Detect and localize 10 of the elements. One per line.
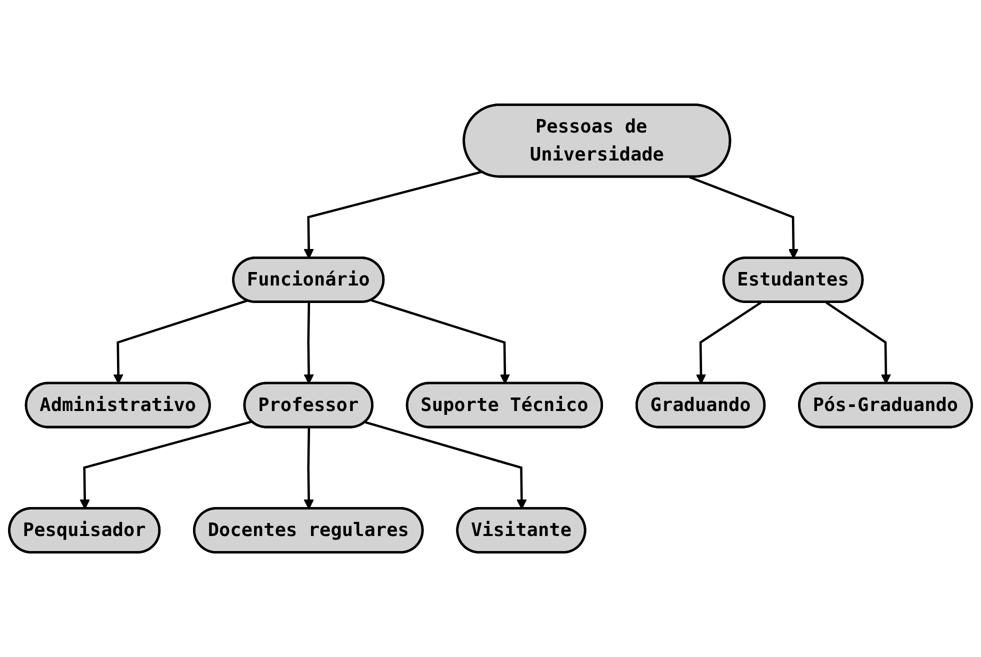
arrow: [825, 301, 892, 384]
arrow: [304, 170, 482, 259]
arrow: [371, 299, 510, 384]
arrow: [304, 302, 314, 384]
arrow: [80, 420, 252, 510]
arrow: [304, 428, 314, 510]
arrow: [113, 300, 248, 384]
arrow: [365, 421, 527, 510]
arrow: [689, 176, 799, 259]
arrow: [696, 301, 762, 384]
